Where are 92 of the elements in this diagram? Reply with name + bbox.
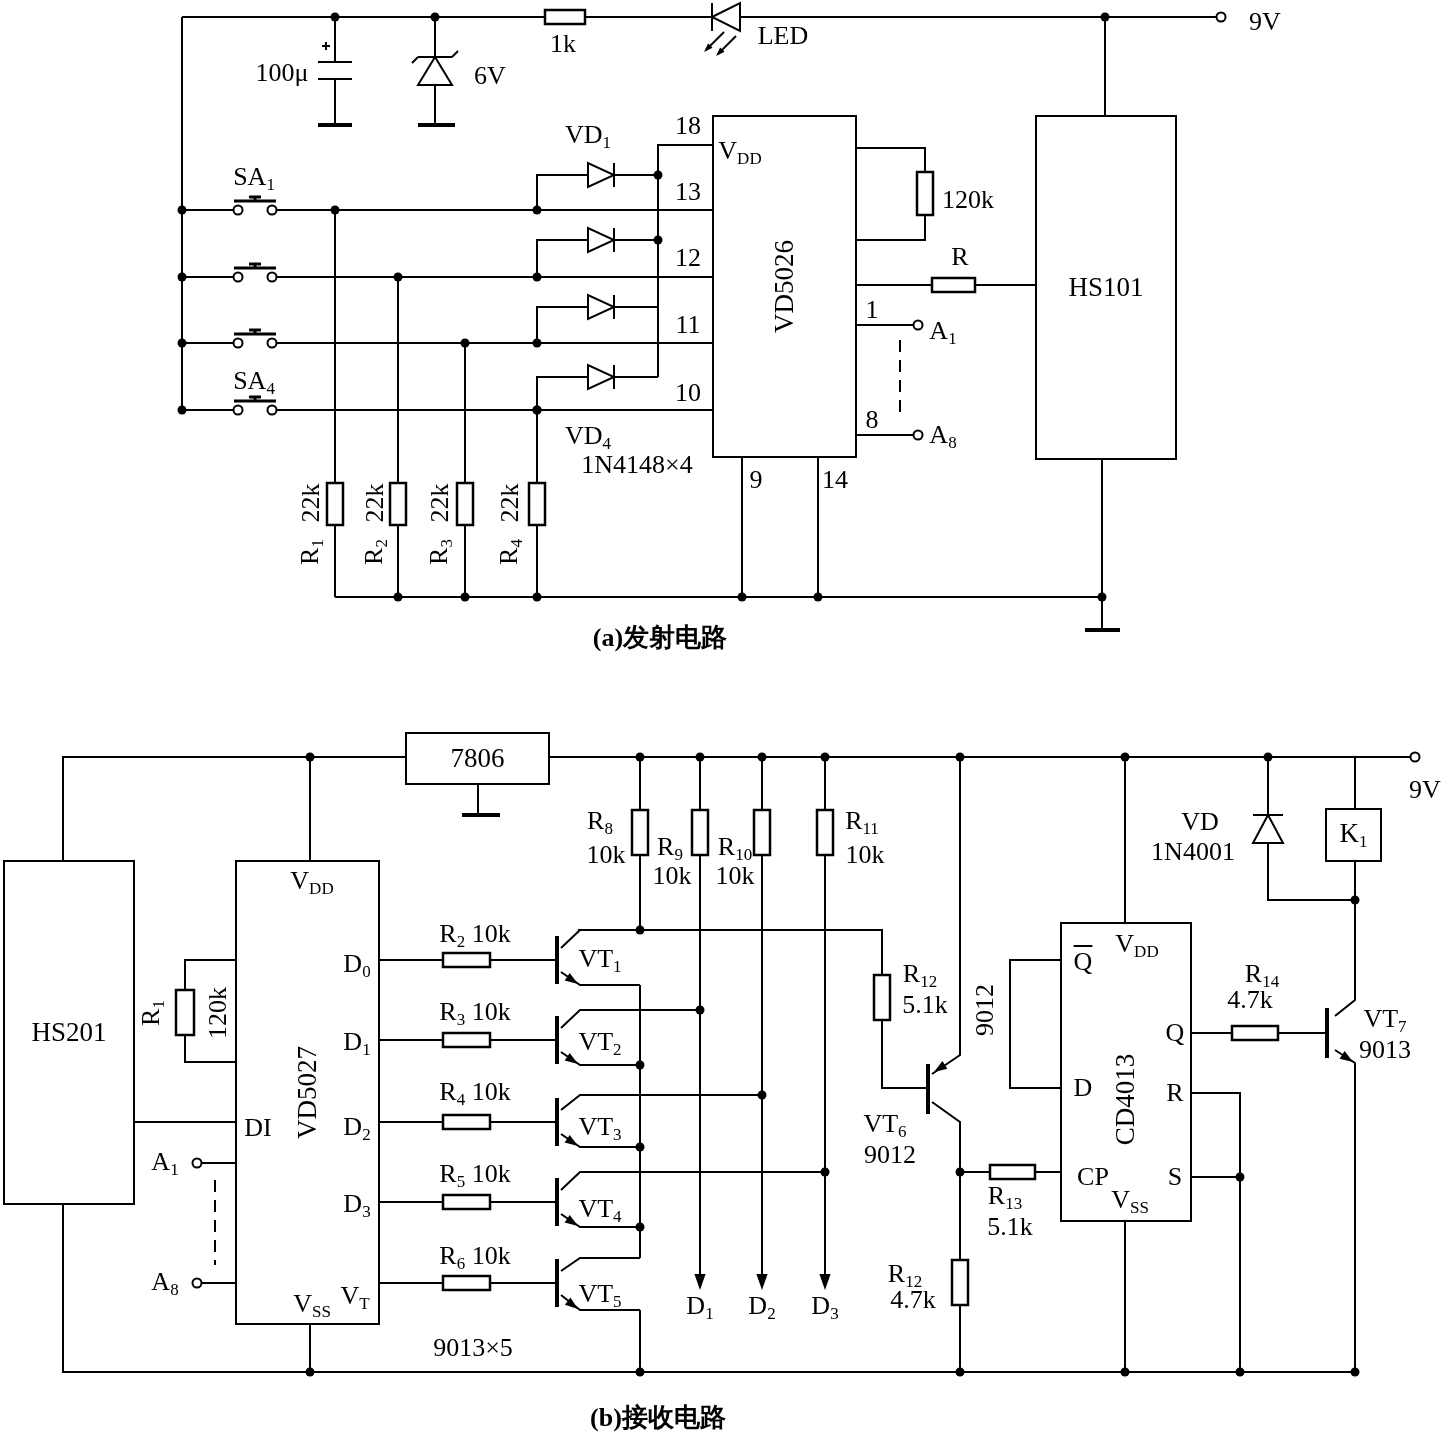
component-label: 4.7k	[1227, 987, 1273, 1013]
component-label: A$_{8}$	[151, 1268, 179, 1298]
component-label: A$_{1}$	[151, 1148, 179, 1178]
component-label: R$_{12}$	[902, 960, 938, 990]
component-label: D$_{2}$	[748, 1292, 776, 1322]
component-label: 13	[675, 179, 701, 205]
component-label: VD$_{4}$	[564, 422, 612, 452]
module-box: HS201	[3, 860, 135, 1205]
component-label: VT$_{5}$	[578, 1280, 622, 1310]
component-label: V$_{SS}$	[1111, 1186, 1149, 1216]
component-label: 10k	[586, 842, 626, 868]
component-label: R$_{5}$ 10k	[439, 1160, 511, 1190]
component-label: 9V	[1249, 9, 1281, 35]
component-label: D$_{1}$	[686, 1292, 714, 1322]
component-label: D$_{3}$	[811, 1292, 839, 1322]
component-label: R$_{2}$ 10k	[439, 920, 511, 950]
component-label: 22k	[427, 483, 453, 523]
component-label: R$_{11}$	[845, 807, 879, 837]
regulator-box: 7806	[405, 732, 550, 785]
component-label: 9012	[864, 1142, 916, 1168]
component-label: 5.1k	[902, 992, 948, 1018]
component-label: (a)发射电路	[592, 625, 728, 651]
component-label: R	[951, 244, 969, 270]
component-label: VT$_{1}$	[578, 945, 622, 975]
module-box: HS101	[1035, 115, 1177, 460]
component-label: R$_{9}$	[657, 833, 683, 863]
component-label: LED	[757, 23, 809, 49]
component-label: Q	[1165, 1020, 1185, 1046]
component-label: 5.1k	[987, 1214, 1033, 1240]
component-label: 9V	[1409, 777, 1441, 803]
component-label: 9	[749, 467, 763, 493]
component-label: R$_{13}$	[987, 1182, 1023, 1212]
component-label: 120k	[942, 187, 994, 213]
component-label: V$_{T}$	[340, 1282, 370, 1312]
component-label: 100μ	[255, 60, 309, 86]
component-label: SA$_{4}$	[233, 367, 275, 397]
component-label: R$_{8}$	[587, 807, 613, 837]
component-label: 120k	[205, 987, 231, 1039]
component-label: 22k	[497, 483, 523, 523]
component-label: V$_{DD}$	[1115, 930, 1159, 960]
component-label: VD$_{1}$	[564, 121, 612, 151]
component-label: (b)接收电路	[590, 1405, 726, 1431]
pin-label: Q	[1073, 949, 1093, 975]
component-label: 10k	[652, 863, 692, 889]
component-label: S	[1167, 1164, 1183, 1190]
component-label: 1k	[550, 31, 576, 57]
component-label: V$_{DD}$	[290, 867, 334, 897]
component-label: 1N4148×4	[581, 452, 693, 478]
component-label: VT$_{3}$	[578, 1113, 622, 1143]
component-label: V$_{DD}$	[718, 137, 762, 167]
component-label: 4.7k	[890, 1287, 936, 1313]
component-label: VT$_{4}$	[578, 1195, 622, 1225]
component-label: 14	[822, 467, 848, 493]
component-label: 22k	[298, 483, 324, 523]
wire	[134, 1121, 236, 1123]
component-label: 10k	[715, 863, 755, 889]
component-label: 11	[675, 312, 701, 338]
component-label: R	[1166, 1080, 1184, 1106]
component-label: DI	[244, 1115, 272, 1141]
component-label: 12	[675, 245, 701, 271]
component-label: CP	[1077, 1164, 1109, 1190]
component-label: 1	[865, 297, 879, 323]
component-label: A$_{1}$	[929, 317, 957, 347]
component-label: 10k	[845, 842, 885, 868]
component-label: SA$_{1}$	[233, 163, 275, 193]
component-label: 6V	[474, 63, 506, 89]
component-label: 9012	[972, 984, 998, 1036]
component-label: D$_{1}$	[343, 1028, 371, 1058]
component-label: D$_{0}$	[343, 950, 371, 980]
component-label: 9013×5	[433, 1335, 513, 1361]
component-label: R$_{6}$ 10k	[439, 1242, 511, 1272]
relay-box: K$_{1}$	[1325, 808, 1382, 862]
component-label: V$_{SS}$	[293, 1290, 331, 1320]
component-label: VT$_{2}$	[578, 1028, 622, 1058]
component-label: 8	[865, 407, 879, 433]
component-label: D	[1073, 1075, 1093, 1101]
component-label: VT$_{6}$	[863, 1110, 907, 1140]
component-label: D$_{2}$	[343, 1113, 371, 1143]
component-label: 18	[675, 113, 701, 139]
component-label: R$_{10}$	[717, 833, 753, 863]
component-label: R$_{12}$	[887, 1260, 923, 1290]
component-label: A$_{8}$	[929, 421, 957, 451]
component-label: 22k	[362, 483, 388, 523]
component-label: VT$_{7}$	[1363, 1005, 1407, 1035]
component-label: 9013	[1359, 1037, 1411, 1063]
component-label: R$_{4}$ 10k	[439, 1078, 511, 1108]
component-label: R$_{3}$ 10k	[439, 998, 511, 1028]
component-label: D$_{3}$	[343, 1190, 371, 1220]
component-label: VD	[1181, 809, 1219, 835]
component-label: R$_{14}$	[1244, 960, 1280, 990]
component-label: 1N4001	[1151, 839, 1235, 865]
component-label: 10	[675, 380, 701, 406]
